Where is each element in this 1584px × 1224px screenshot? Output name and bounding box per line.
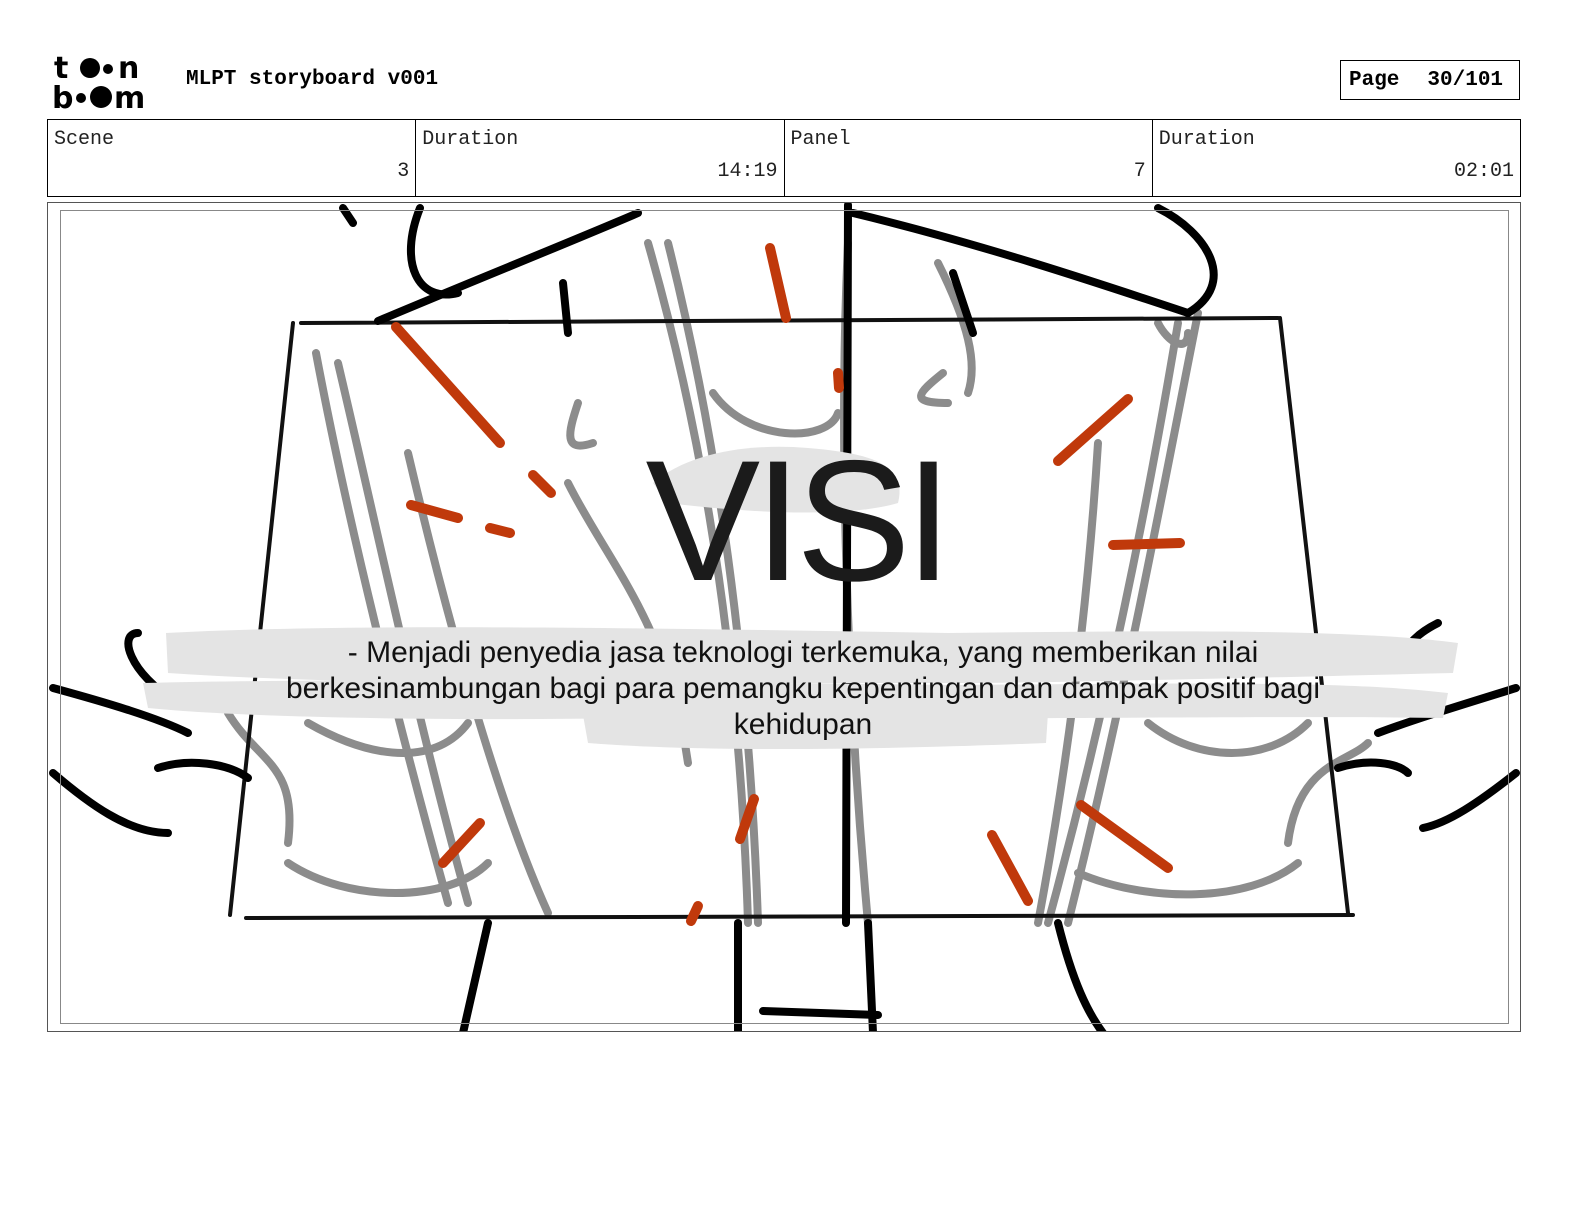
- panel-cell: Panel 7: [785, 120, 1153, 196]
- svg-text:n: n: [118, 52, 139, 86]
- project-title: MLPT storyboard v001: [186, 68, 439, 91]
- toonboom-logo: t n b m: [52, 52, 145, 112]
- panel-duration-value: 02:01: [1453, 160, 1514, 183]
- panel-heading: VISI: [645, 425, 952, 617]
- scene-value: 3: [397, 160, 410, 183]
- svg-text:b: b: [52, 81, 73, 112]
- page-indicator: Page 30/101: [1340, 60, 1520, 100]
- svg-text:t: t: [54, 52, 68, 86]
- panel-duration-cell: Duration 02:01: [1153, 120, 1520, 196]
- scene-duration-cell: Duration 14:19: [416, 120, 785, 196]
- sketch-artwork: [49, 203, 1520, 1031]
- panel-description: - Menjadi penyedia jasa teknologi terkem…: [285, 636, 1321, 741]
- panel-info-table: Scene 3 Duration 14:19 Panel 7 Duration …: [47, 119, 1521, 197]
- page-number: 30/101: [1427, 68, 1504, 92]
- scene-label: Scene: [54, 128, 115, 151]
- storyboard-panel: VISI - Menjadi penyedia jasa teknologi t…: [47, 202, 1521, 1032]
- panel-duration-label: Duration: [1158, 128, 1255, 151]
- page-label: Page: [1349, 68, 1400, 92]
- svg-text:m: m: [114, 81, 145, 112]
- panel-value: 7: [1133, 160, 1146, 183]
- scene-duration-value: 14:19: [717, 160, 778, 183]
- scene-duration-label: Duration: [422, 128, 519, 151]
- panel-label: Panel: [790, 128, 851, 151]
- scene-cell: Scene 3: [48, 120, 417, 196]
